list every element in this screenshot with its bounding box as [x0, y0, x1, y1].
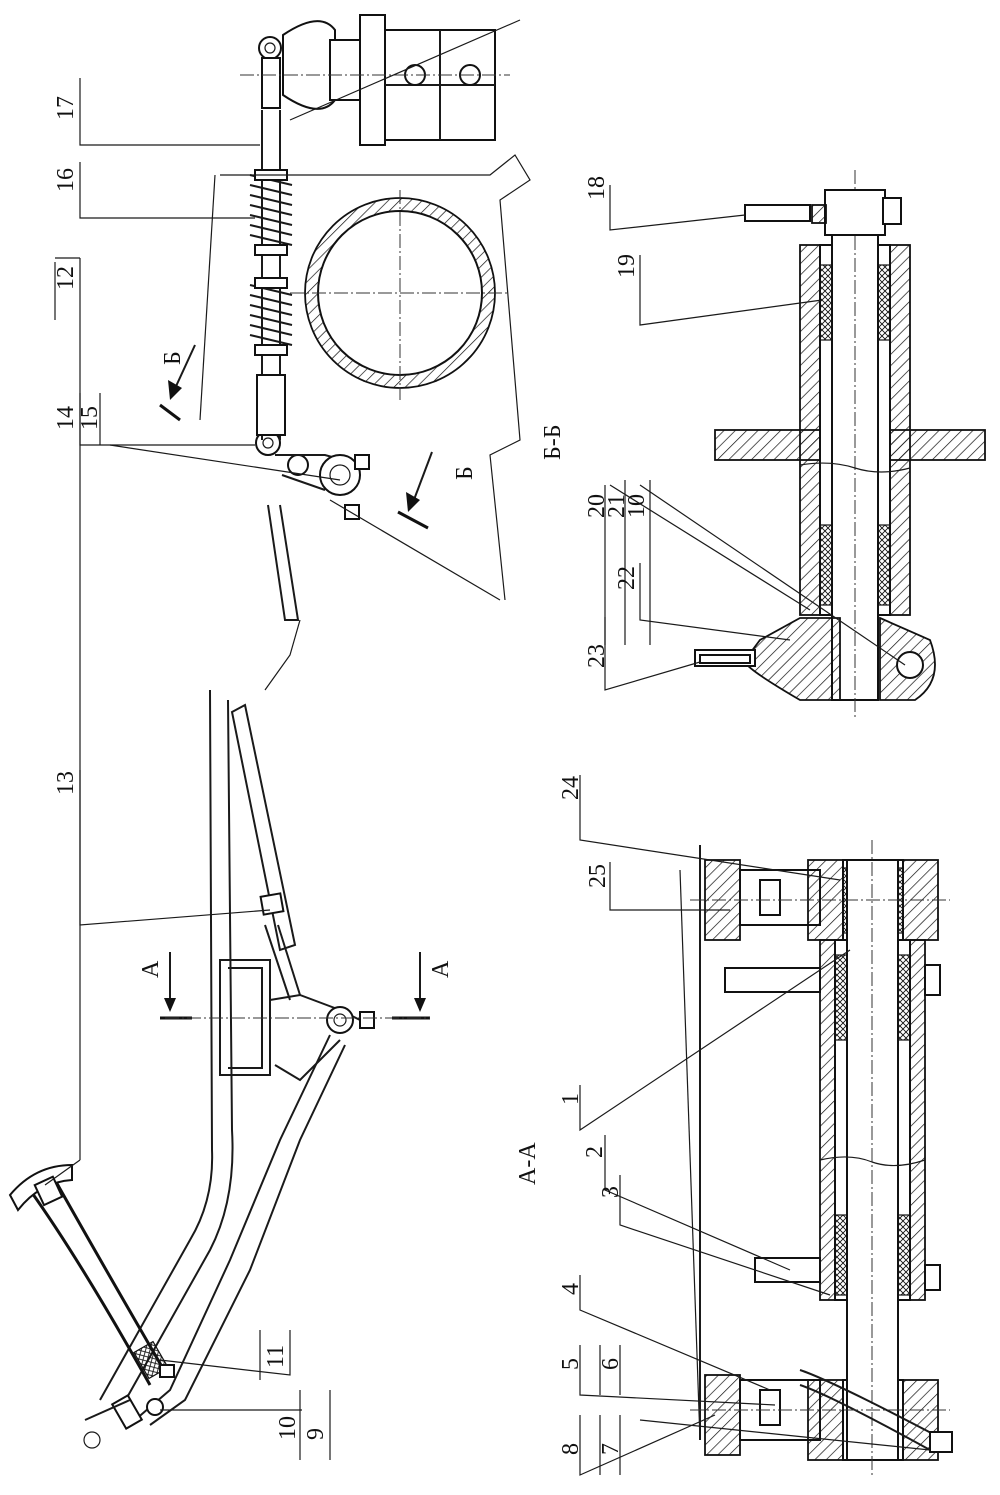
- label-2: 2: [582, 1146, 608, 1158]
- label-6: 6: [598, 1358, 624, 1370]
- label-25: 25: [585, 864, 611, 888]
- section-a-bottom: А: [428, 960, 454, 978]
- section-aa: [679, 840, 953, 1475]
- section-b-bottom: Б: [452, 466, 478, 480]
- label-14: 14: [53, 406, 79, 430]
- label-15: 15: [77, 406, 103, 430]
- section-b-top: Б: [160, 351, 186, 365]
- section-a-top: А: [138, 960, 164, 978]
- label-24: 24: [558, 776, 584, 800]
- section-bb: [694, 170, 986, 720]
- label-11: 11: [263, 1345, 289, 1368]
- callout-labels: 12 13 11 10 9 17 16 14 15 18 19 20 21 10…: [53, 96, 650, 1455]
- label-3: 3: [598, 1186, 624, 1198]
- label-21: 21: [604, 494, 630, 518]
- section-aa-title: А-А: [515, 1142, 541, 1185]
- label-19: 19: [614, 254, 640, 278]
- label-23: 23: [584, 644, 610, 668]
- label-7: 7: [598, 1443, 624, 1455]
- label-10: 10: [275, 1416, 301, 1440]
- label-10b: 10: [624, 494, 650, 518]
- label-4: 4: [558, 1283, 584, 1295]
- label-1: 1: [558, 1093, 584, 1105]
- section-bb-title: Б-Б: [540, 424, 566, 460]
- leader-lines: [44, 78, 931, 1476]
- label-16: 16: [53, 168, 79, 192]
- label-20: 20: [584, 494, 610, 518]
- label-12: 12: [53, 266, 79, 290]
- label-17: 17: [53, 96, 79, 120]
- linkage-assembly: [159, 14, 531, 691]
- label-22: 22: [614, 566, 640, 590]
- label-9: 9: [303, 1428, 329, 1440]
- label-5: 5: [558, 1358, 584, 1370]
- label-18: 18: [584, 176, 610, 200]
- pedal-assembly: [8, 689, 430, 1449]
- label-13: 13: [53, 771, 79, 795]
- label-8: 8: [558, 1443, 584, 1455]
